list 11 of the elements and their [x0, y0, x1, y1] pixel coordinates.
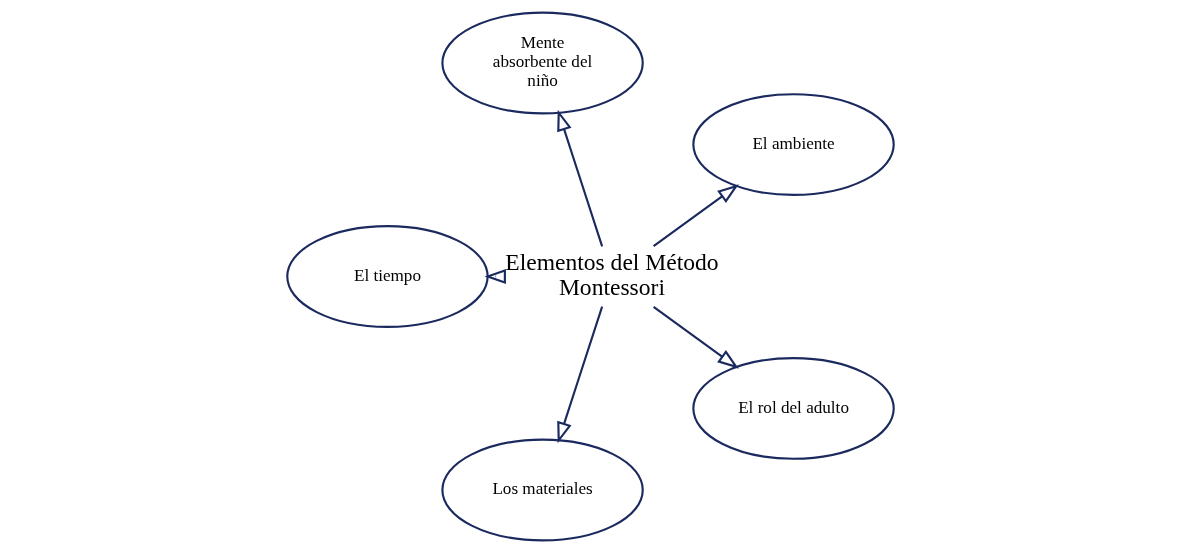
node-ellipse: El rol del adulto [691, 357, 895, 460]
arrow [556, 109, 603, 247]
node-text: Elementos del Método Montessori [504, 248, 719, 301]
arrow [652, 305, 739, 369]
node-ellipse: Mente absorbente del niño [440, 11, 644, 115]
arrow [652, 184, 739, 248]
arrow [484, 269, 506, 284]
node-ellipse: El tiempo [285, 225, 489, 328]
node-ellipse: Los materiales [440, 438, 644, 542]
node-ellipse: El ambiente [691, 93, 895, 196]
arrow [556, 306, 603, 444]
